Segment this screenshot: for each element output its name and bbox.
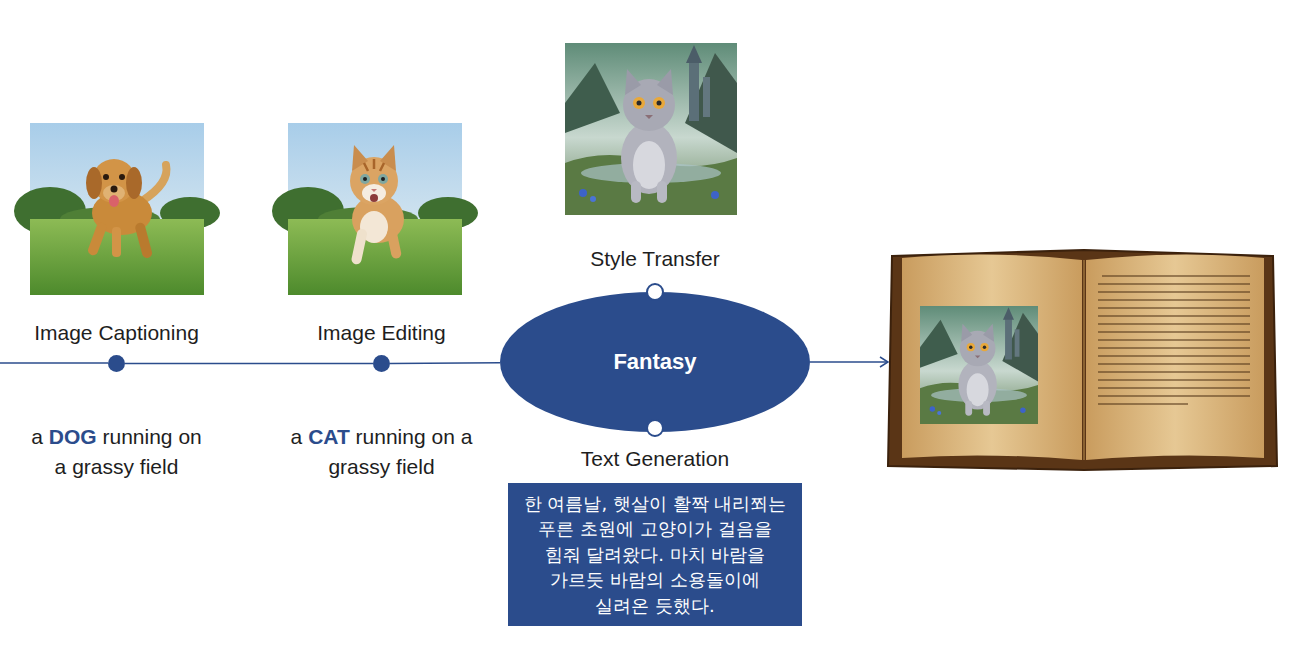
port-circle: Text Generation — [646, 419, 664, 437]
book-illustration — [888, 250, 1277, 470]
dog-photo — [14, 123, 220, 295]
fantasy-picture — [565, 43, 737, 215]
hub-ellipse: Fantasy — [500, 292, 810, 432]
ellipse-shape — [500, 292, 810, 432]
connector-line — [390, 362, 500, 364]
port-circle: Style Transfer — [646, 283, 664, 301]
example-caption: a DOG running on a grassy field — [25, 422, 209, 482]
port-label: Style Transfer — [590, 247, 720, 271]
output-arrowhead — [880, 357, 888, 367]
port-label: Text Generation — [581, 447, 729, 471]
hub-label: Fantasy — [613, 349, 696, 375]
step-dot: Image Editinga CAT running on a grassy f… — [373, 355, 390, 372]
emphasis-word: DOG — [49, 425, 97, 448]
text-box: 한 여름날, 햇살이 활짝 내리쬐는 푸른 초원에 고양이가 걸음을 힘줘 달려… — [508, 483, 802, 626]
connector-line — [125, 363, 373, 365]
output-arrow — [810, 361, 887, 363]
step-dot: Image Captioninga DOG running on a grass… — [108, 355, 125, 372]
step-label: Image Editing — [317, 321, 445, 345]
cat-photo — [272, 123, 478, 295]
example-caption: a CAT running on a grassy field — [290, 422, 474, 482]
generated-text: 한 여름날, 햇살이 활짝 내리쬐는 푸른 초원에 고양이가 걸음을 힘줘 달려… — [522, 491, 788, 619]
emphasis-word: CAT — [308, 425, 350, 448]
step-label: Image Captioning — [34, 321, 199, 345]
timeline-line — [0, 362, 108, 364]
